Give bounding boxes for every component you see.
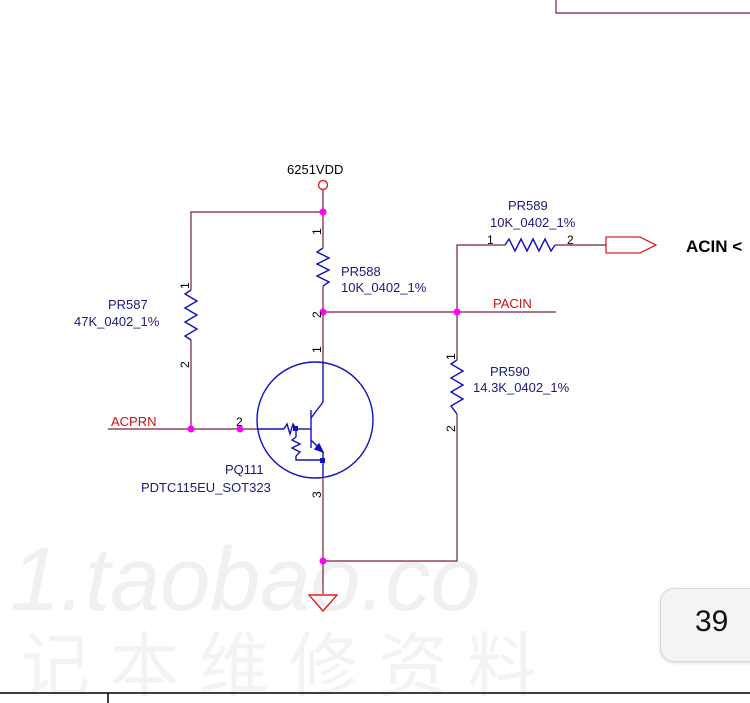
pr587-pin1: 1 <box>178 282 192 289</box>
junctions <box>187 208 461 565</box>
pr587-body <box>183 289 199 341</box>
pr589-pin1: 1 <box>487 233 494 247</box>
watermark-url: 1.taobao.co <box>10 530 480 630</box>
power-rail-symbol <box>317 179 329 191</box>
pq111-transistor <box>256 361 374 479</box>
pr588-ref: PR588 <box>341 264 381 279</box>
pr588-pin1: 1 <box>310 228 324 235</box>
pq111-pin3: 3 <box>310 491 324 498</box>
net-pacin: PACIN <box>493 296 532 311</box>
power-rail-label: 6251VDD <box>287 162 343 177</box>
pr589-pin2: 2 <box>567 233 574 247</box>
watermark-chinese: 记 本 维 修 资 料 <box>20 627 537 703</box>
pr588-value: 10K_0402_1% <box>341 280 427 295</box>
pr590-value: 14.3K_0402_1% <box>473 380 570 395</box>
acin-offpage-connector <box>605 236 658 254</box>
wires <box>108 190 606 594</box>
ground-symbol <box>307 594 339 613</box>
page-number: 39 <box>695 605 729 638</box>
pr589-value: 10K_0402_1% <box>490 215 576 230</box>
pq111-part: PDTC115EU_SOT323 <box>141 480 271 495</box>
pq111-pin1: 1 <box>310 346 324 353</box>
resistors <box>183 237 556 415</box>
pr587-pin2: 2 <box>178 361 192 368</box>
pr590-pin1: 1 <box>444 353 458 360</box>
pin-stubs <box>190 240 588 430</box>
net-acin: ACIN < <box>686 237 742 256</box>
pr590-pin2: 2 <box>444 425 458 432</box>
pq111-node <box>320 458 325 463</box>
net-acprn: ACPRN <box>111 414 157 429</box>
pr588-pin2: 2 <box>310 311 324 318</box>
pr588-body <box>315 247 331 287</box>
pr590-ref: PR590 <box>490 364 530 379</box>
pq111-pin2: 2 <box>236 415 243 429</box>
frame-border <box>555 0 750 14</box>
pq111-ref: PQ111 <box>225 462 264 477</box>
pq111-node <box>293 426 298 431</box>
pr587-value: 47K_0402_1% <box>74 314 160 329</box>
pr587-ref: PR587 <box>108 297 148 312</box>
page-number-badge[interactable]: 39 <box>660 588 750 662</box>
pr589-ref: PR589 <box>508 198 548 213</box>
pr589-body <box>504 237 556 253</box>
pr590-body <box>449 359 465 415</box>
